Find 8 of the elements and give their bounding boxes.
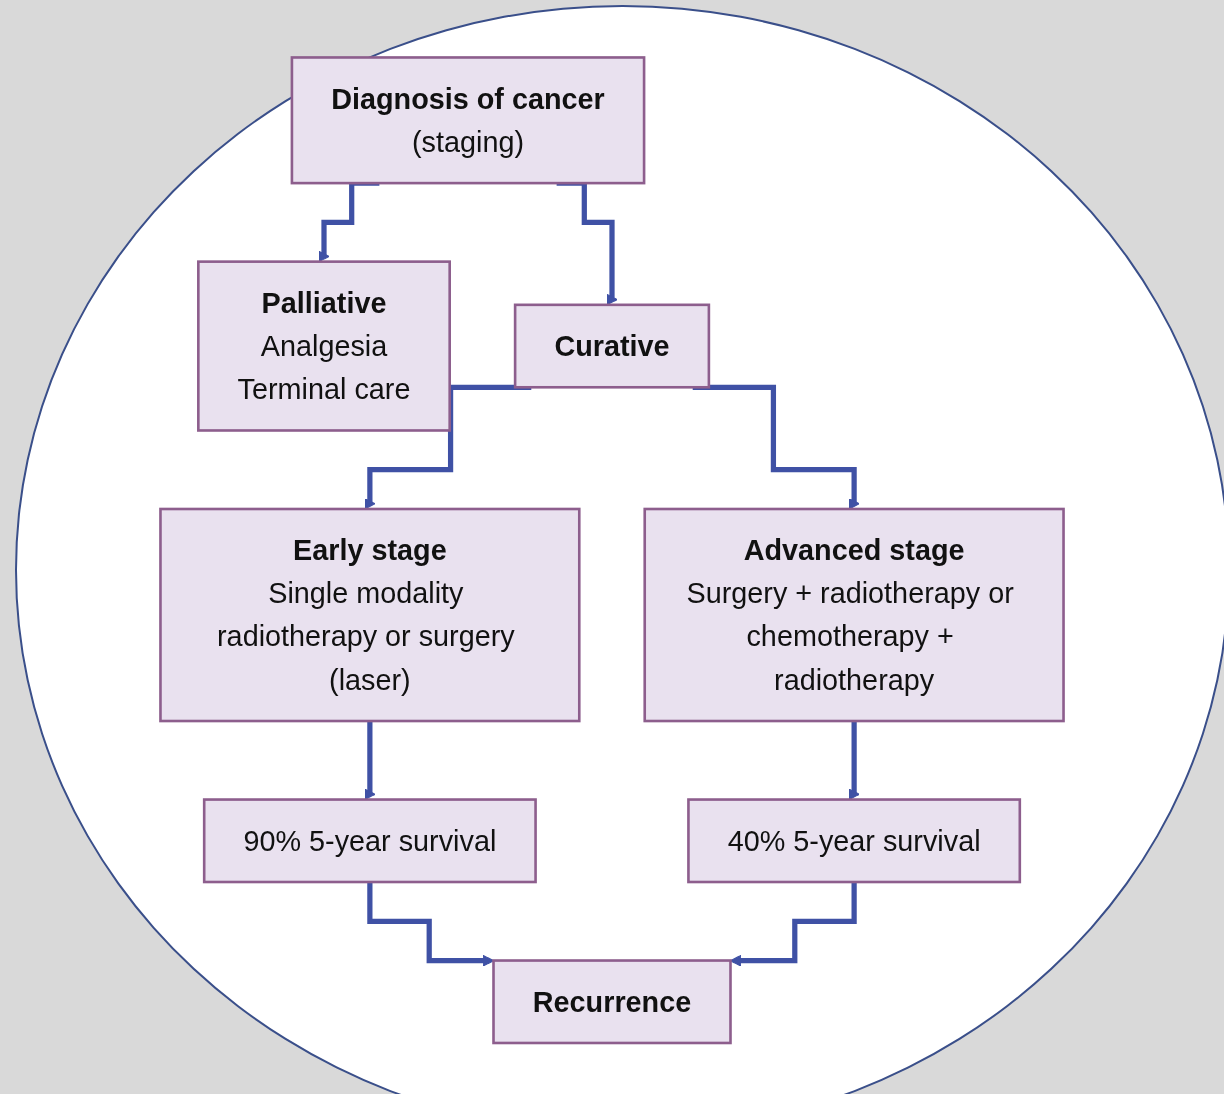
node-box: Early stage Single modality radiotherapy or surgery (laser) [159, 507, 581, 723]
node-box: Diagnosis of cancer (staging) [290, 55, 646, 185]
node-box: Recurrence [492, 959, 732, 1045]
node-box: 40% 5-year survival [687, 798, 1022, 884]
node-box: 90% 5-year survival [202, 798, 537, 884]
node-box: Advanced stage Surgery + radiotherapy or chemotherapy + radiotherapy [643, 507, 1065, 723]
node-box: Palliative Analgesia Terminal care [197, 260, 451, 432]
node-box: Curative [513, 303, 711, 389]
